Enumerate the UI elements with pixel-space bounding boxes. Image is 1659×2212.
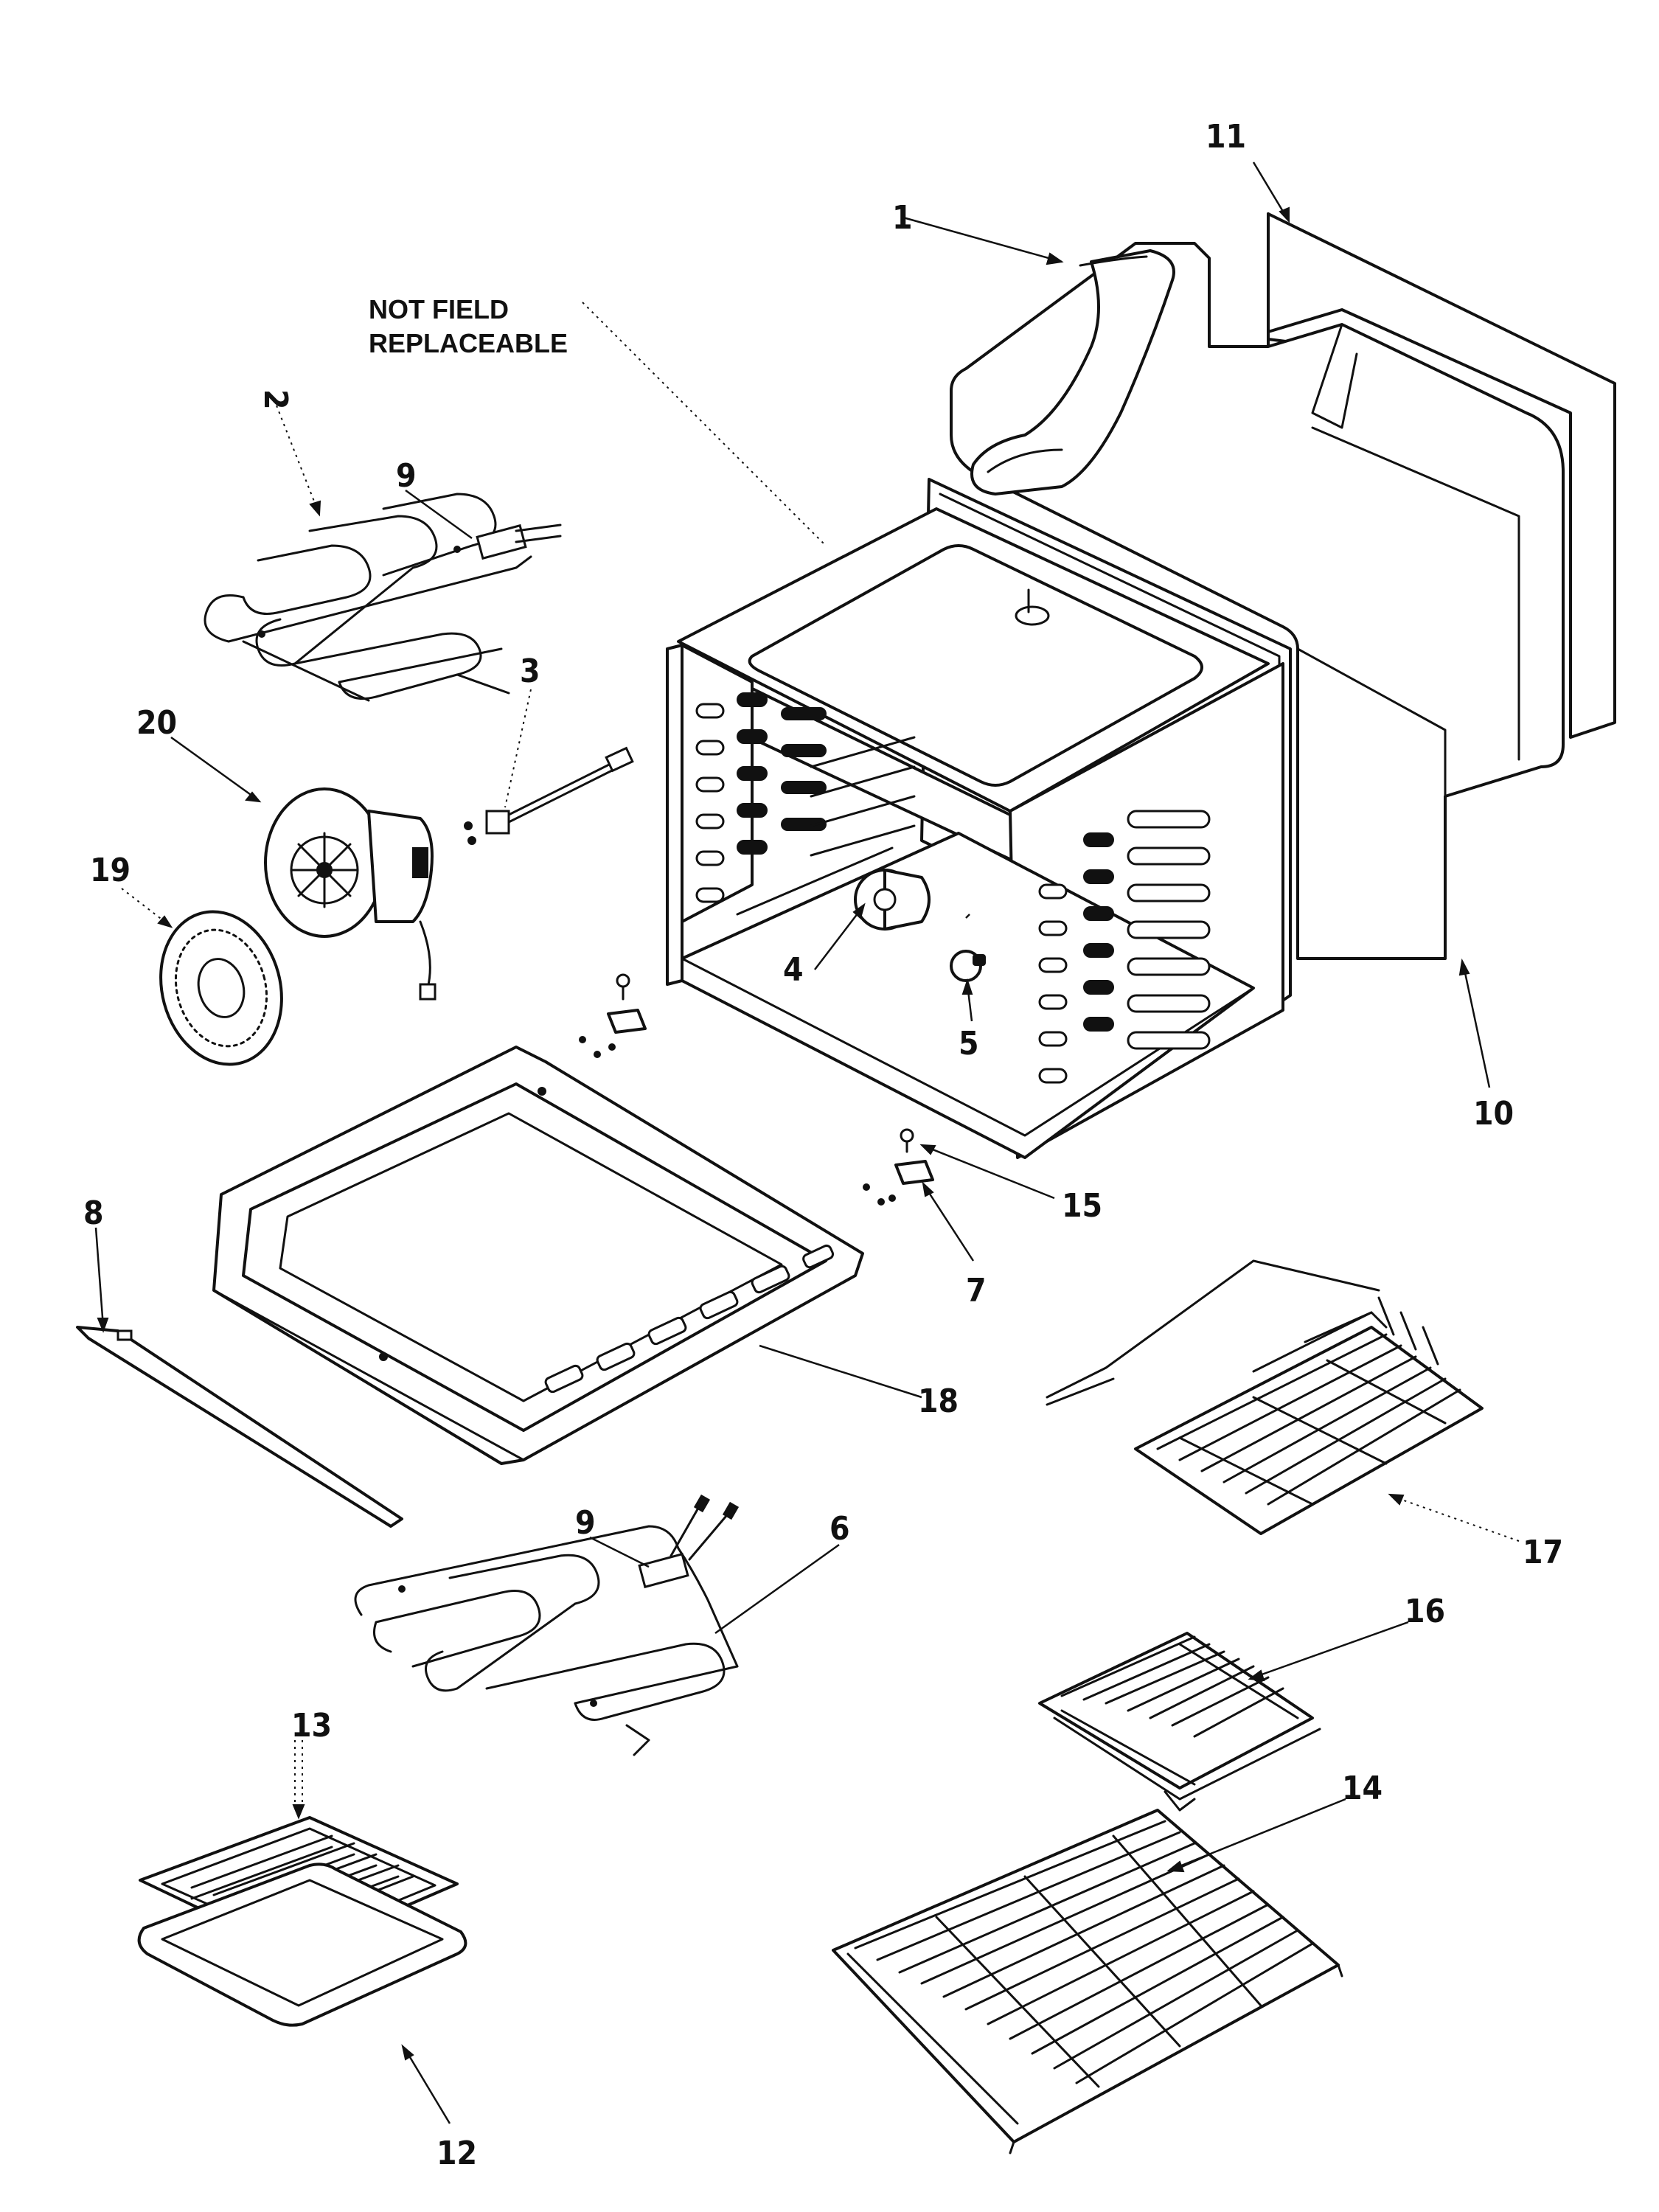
callout-10: 10: [1473, 1095, 1514, 1133]
callout-2: 2: [257, 389, 294, 410]
callout-3: 3: [520, 653, 540, 690]
part-2-broil-element: [204, 493, 562, 702]
part-20-fan-motor: [264, 787, 437, 1001]
right-wall-rack-slots: [1038, 810, 1211, 1084]
part-18-door-frame: [212, 1046, 864, 1465]
callout-labels: 1 2 3 4 5 6 7 8 9 9 10 11 12 13 14 15 16…: [83, 118, 1563, 2172]
part-16-small-rack: [1038, 1632, 1321, 1812]
callout-7: 7: [966, 1272, 987, 1310]
part-12-broil-pan: [137, 1863, 467, 2027]
callout-9-lower: 9: [575, 1504, 596, 1542]
callout-14: 14: [1342, 1770, 1382, 1807]
leader-lines: [94, 161, 1520, 2124]
callout-6: 6: [830, 1510, 850, 1548]
door-frame-slots: [544, 1244, 835, 1394]
part-8-trim-strip: [76, 1326, 403, 1528]
part-6-bake-element: [354, 1494, 740, 1756]
part-4-light-housing: [854, 869, 931, 931]
note-line-1: NOT FIELD: [369, 294, 509, 324]
part-14-oven-rack: [832, 1809, 1343, 2154]
callout-11: 11: [1206, 118, 1246, 156]
callout-8: 8: [83, 1194, 104, 1232]
part-19-fan-baffle: [159, 910, 283, 1066]
callout-1: 1: [892, 199, 913, 237]
part-5-light-bulb: [950, 950, 986, 982]
part-1-vent-duct: [970, 249, 1175, 495]
oven-cavity: [666, 478, 1292, 1159]
callout-18: 18: [918, 1382, 959, 1420]
upper-hinge-receiver: [579, 973, 647, 1058]
part-17-roast-rack: [1046, 1259, 1484, 1535]
callout-17: 17: [1523, 1534, 1563, 1571]
note-line-2: REPLACEABLE: [369, 328, 568, 358]
callout-4: 4: [783, 951, 804, 989]
left-wall-rack-slots: [695, 692, 916, 916]
callout-9-upper: 9: [396, 457, 417, 495]
callout-16: 16: [1405, 1593, 1445, 1630]
part-15-screw-and-part-7-hinge: [863, 1128, 934, 1206]
callout-19: 19: [90, 852, 131, 889]
callout-20: 20: [136, 704, 177, 742]
callout-12: 12: [437, 2135, 477, 2172]
part-3-temp-sensor: [464, 746, 634, 845]
callout-5: 5: [959, 1025, 979, 1062]
callout-15: 15: [1062, 1187, 1102, 1225]
callout-13: 13: [291, 1707, 332, 1745]
